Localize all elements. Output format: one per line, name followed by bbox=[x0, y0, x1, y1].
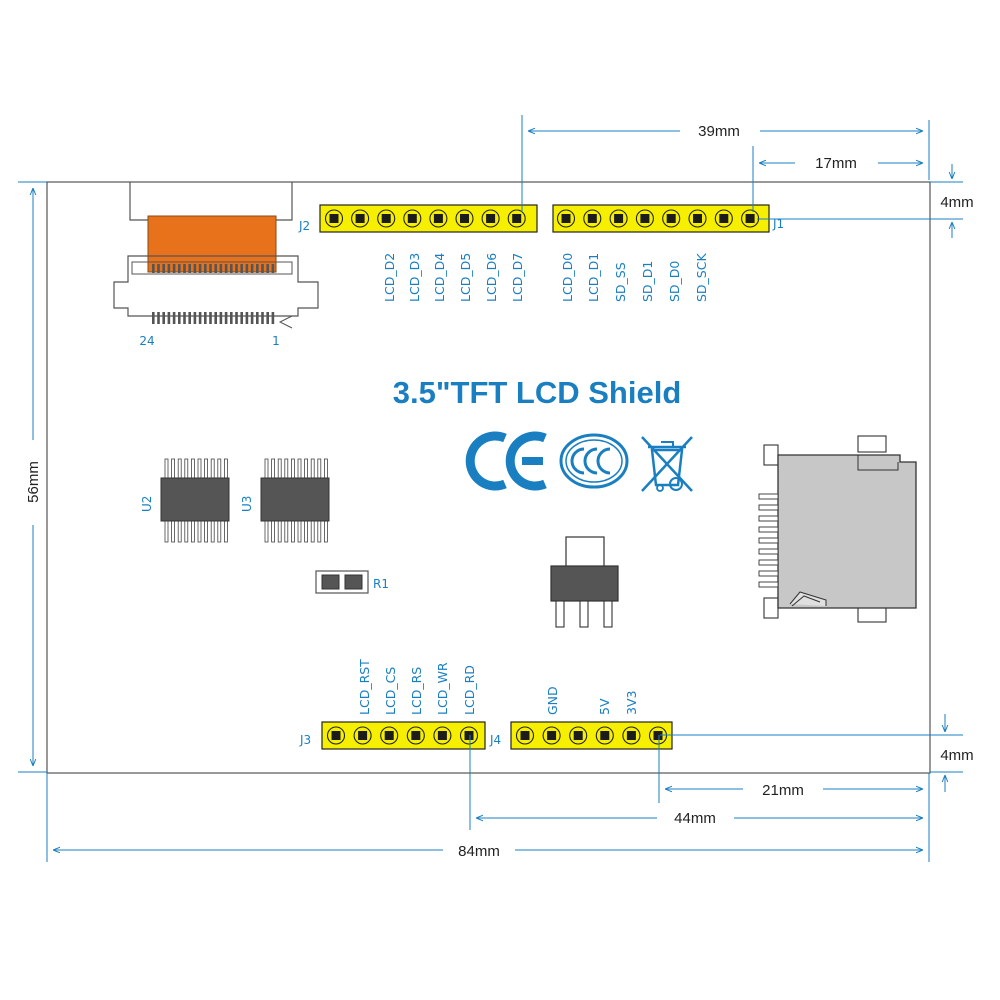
dim-39mm: 39mm bbox=[521, 115, 930, 212]
j1-pin-5 bbox=[662, 209, 681, 228]
r1-resistor: R1 bbox=[315, 570, 389, 594]
dim-84mm: 84mm bbox=[46, 773, 930, 862]
j4-pin-3 bbox=[569, 726, 588, 745]
j2-header: J2 LCD_D2 LCD_D3 LCD_D4 LCD_D5 LCD_D6 LC… bbox=[298, 204, 538, 302]
j3-ref: J3 bbox=[299, 733, 311, 747]
j4-pin-5 bbox=[622, 726, 641, 745]
j3-label-lcd-wr: LCD_WR bbox=[435, 662, 450, 715]
j3-pin-5 bbox=[433, 726, 452, 745]
j2-pin-2 bbox=[351, 209, 370, 228]
dim-4mm-bottom-label: 4mm bbox=[940, 747, 973, 764]
sd-card-slot bbox=[758, 435, 917, 623]
j1-pin-3 bbox=[609, 209, 628, 228]
j2-label-lcd-d7: LCD_D7 bbox=[510, 253, 525, 302]
j1-pin-7 bbox=[714, 209, 733, 228]
dim-44mm-label: 44mm bbox=[674, 810, 716, 827]
j2-pin-7 bbox=[481, 209, 500, 228]
j2-pins bbox=[324, 209, 526, 228]
dim-17mm-label: 17mm bbox=[815, 155, 857, 172]
j2-label-lcd-d3: LCD_D3 bbox=[407, 253, 422, 302]
u3-chip: U3 bbox=[240, 458, 330, 543]
fpc-pin-1-label: 1 bbox=[272, 334, 280, 348]
j4-label-5v: 5V bbox=[597, 698, 612, 715]
j2-label-lcd-d2: LCD_D2 bbox=[382, 253, 397, 302]
fpc-connector: 24 1 bbox=[113, 182, 319, 348]
dim-4mm-bottom: 4mm bbox=[660, 714, 974, 792]
j2-label-lcd-d6: LCD_D6 bbox=[484, 253, 499, 302]
j1-header: J1 LCD_D0 LCD_D1 SD_SS SD_D1 SD_D0 SD_SC… bbox=[552, 204, 784, 302]
j4-pin-2 bbox=[542, 726, 561, 745]
j1-label-lcd-d0: LCD_D0 bbox=[560, 253, 575, 302]
j2-pin-4 bbox=[403, 209, 422, 228]
j1-pin-8 bbox=[741, 209, 760, 228]
dim-56mm-label: 56mm bbox=[25, 461, 42, 503]
j3-pin-1 bbox=[326, 726, 346, 745]
j4-header: J4 GND 5V 3V3 bbox=[489, 686, 673, 750]
j3-header: J3 LCD_RST LCD_CS LCD_RS LCD_WR LCD_RD bbox=[299, 659, 486, 750]
fpc-tape bbox=[147, 215, 277, 273]
j3-pin-3 bbox=[380, 726, 399, 745]
board-title: 3.5"TFT LCD Shield bbox=[393, 375, 682, 410]
j3-label-lcd-rst: LCD_RST bbox=[357, 659, 372, 715]
j2-pin-6 bbox=[455, 209, 474, 228]
j3-pin-2 bbox=[353, 726, 372, 745]
j4-label-3v3: 3V3 bbox=[624, 691, 639, 715]
j2-ref: J2 bbox=[298, 219, 310, 233]
j2-pin-3 bbox=[377, 209, 396, 228]
dim-4mm-top: 4mm bbox=[757, 164, 974, 238]
dim-21mm-label: 21mm bbox=[762, 782, 804, 799]
j3-pin-4 bbox=[406, 726, 425, 745]
weee-bin-icon bbox=[641, 436, 693, 492]
fpc-pin-24-label: 24 bbox=[139, 334, 154, 348]
j1-ref: J1 bbox=[772, 217, 784, 231]
dim-21mm: 21mm bbox=[658, 735, 930, 830]
fpc-bottom-pins bbox=[152, 312, 275, 324]
j4-label-gnd: GND bbox=[545, 686, 560, 715]
j1-pins bbox=[556, 209, 760, 228]
j4-pins bbox=[515, 726, 668, 745]
ce-mark-icon bbox=[465, 431, 547, 491]
j3-label-lcd-rd: LCD_RD bbox=[462, 665, 477, 715]
ccc-mark-icon bbox=[559, 433, 629, 489]
j2-pin-1 bbox=[324, 209, 344, 228]
j3-label-lcd-cs: LCD_CS bbox=[383, 667, 398, 715]
dim-17mm: 17mm bbox=[752, 146, 923, 212]
j1-label-sd-ss: SD_SS bbox=[613, 262, 628, 302]
j3-pin-6 bbox=[459, 726, 479, 745]
j1-label-lcd-d1: LCD_D1 bbox=[586, 253, 601, 302]
voltage-regulator bbox=[550, 536, 619, 628]
j3-pins bbox=[326, 726, 479, 745]
j1-pin-6 bbox=[688, 209, 707, 228]
dim-56mm: 56mm bbox=[18, 181, 47, 773]
j2-label-lcd-d4: LCD_D4 bbox=[432, 253, 447, 302]
j4-pin-1 bbox=[515, 726, 535, 745]
j1-pin-4 bbox=[635, 209, 654, 228]
dim-39mm-label: 39mm bbox=[698, 123, 740, 140]
j1-pin-2 bbox=[583, 209, 602, 228]
j1-label-sd-sck: SD_SCK bbox=[694, 253, 709, 302]
dim-44mm: 44mm bbox=[469, 735, 923, 830]
u2-ref: U2 bbox=[140, 496, 154, 512]
j2-pin-5 bbox=[429, 209, 448, 228]
u3-ref: U3 bbox=[240, 496, 254, 512]
j2-pin-8 bbox=[507, 209, 526, 228]
j3-label-lcd-rs: LCD_RS bbox=[409, 667, 424, 715]
dim-84mm-label: 84mm bbox=[458, 843, 500, 860]
j4-ref: J4 bbox=[489, 733, 501, 747]
fpc-top-pins bbox=[152, 264, 275, 273]
dim-4mm-top-label: 4mm bbox=[940, 194, 973, 211]
j4-pin-4 bbox=[595, 726, 614, 745]
j1-pin-1 bbox=[556, 209, 576, 228]
j1-label-sd-d0: SD_D0 bbox=[667, 261, 682, 302]
u2-chip: U2 bbox=[140, 458, 230, 543]
j1-label-sd-d1: SD_D1 bbox=[640, 261, 655, 302]
j2-label-lcd-d5: LCD_D5 bbox=[458, 253, 473, 302]
r1-ref: R1 bbox=[373, 577, 389, 591]
